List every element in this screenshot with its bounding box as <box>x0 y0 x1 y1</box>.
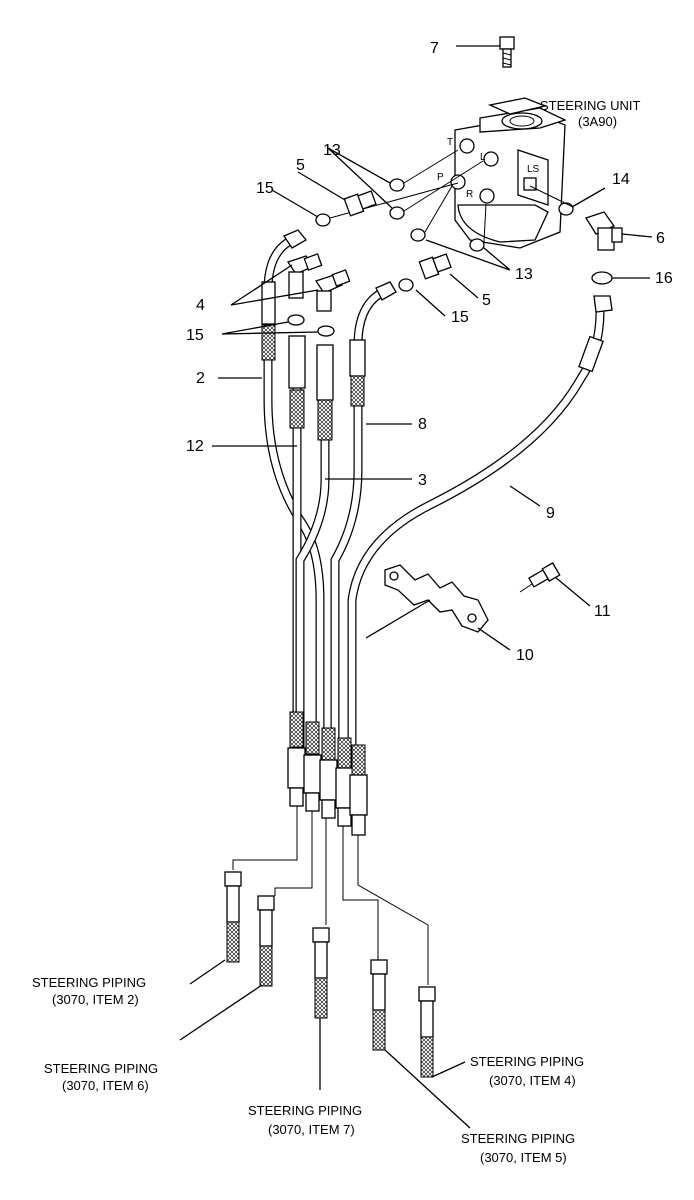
o-ring-13c <box>410 228 426 242</box>
clamp-item-10 <box>384 564 489 633</box>
hose-item-8 <box>330 287 388 775</box>
port-label-p: P <box>437 172 444 183</box>
bolt-item-11 <box>519 562 561 593</box>
piping-ref-item-7-title: STEERING PIPING <box>248 1103 362 1118</box>
callout-4: 4 <box>196 297 205 314</box>
hose-item-3 <box>295 344 334 765</box>
callout-6: 6 <box>656 230 665 247</box>
piping-ref-item-7-code: (3070, ITEM 7) <box>268 1122 355 1137</box>
o-ring-14 <box>558 202 574 216</box>
callout-11: 11 <box>594 603 611 620</box>
callout-13-upper: 13 <box>323 142 341 159</box>
callout-5-upper: 5 <box>296 157 305 174</box>
piping-ref-item-5-title: STEERING PIPING <box>461 1131 575 1146</box>
callout-14: 14 <box>612 171 630 188</box>
callout-13-lower: 13 <box>515 266 533 283</box>
callout-3: 3 <box>418 472 427 489</box>
piping-ref-item-6-title: STEERING PIPING <box>44 1061 158 1076</box>
steering-unit: T L P R LS <box>437 97 567 249</box>
hose-top-fittings <box>283 229 613 313</box>
piping-stubs <box>224 806 436 1078</box>
callout-10: 10 <box>516 647 534 664</box>
callout-12: 12 <box>186 438 204 455</box>
port-label-l: L <box>480 152 486 163</box>
callout-15-upper: 15 <box>256 180 274 197</box>
adapter-item-5-lower <box>418 253 452 280</box>
piping-ref-item-2-code: (3070, ITEM 2) <box>52 992 139 1007</box>
callout-5-lower: 5 <box>482 292 491 309</box>
piping-ref-item-6-code: (3070, ITEM 6) <box>62 1078 149 1093</box>
hose-bottom-ends <box>287 711 368 836</box>
o-ring-15-right <box>398 278 414 292</box>
piping-ref-item-4-code: (3070, ITEM 4) <box>489 1073 576 1088</box>
o-ring-13b <box>389 206 405 220</box>
leader-lines <box>179 147 653 1129</box>
o-ring-15-upper <box>315 213 331 227</box>
callout-15-right: 15 <box>451 309 469 326</box>
piping-ref-item-5-code: (3070, ITEM 5) <box>480 1150 567 1165</box>
elbow-item-6 <box>585 211 623 251</box>
steering-unit-code: (3A90) <box>578 114 617 129</box>
callout-16: 16 <box>655 270 673 287</box>
steering-unit-title: STEERING UNIT <box>540 98 640 113</box>
o-ring-13a <box>389 178 405 192</box>
elbow-item-4-b <box>314 269 351 312</box>
elbow-item-4-a <box>286 253 323 299</box>
adapter-item-5-upper <box>343 190 377 217</box>
callout-7: 7 <box>430 40 439 57</box>
bolt-item-7 <box>499 36 515 68</box>
callout-9: 9 <box>546 505 555 522</box>
piping-ref-item-2-title: STEERING PIPING <box>32 975 146 990</box>
o-ring-15-mid-a <box>287 314 305 326</box>
callout-8: 8 <box>418 416 427 433</box>
o-ring-13d <box>469 238 485 252</box>
port-label-r: R <box>466 189 473 200</box>
callout-2: 2 <box>196 370 205 387</box>
port-label-ls: LS <box>527 164 540 175</box>
port-label-t: T <box>447 137 453 148</box>
callout-15-left: 15 <box>186 327 204 344</box>
piping-ref-item-4-title: STEERING PIPING <box>470 1054 584 1069</box>
hose-item-9 <box>347 307 605 780</box>
hose-item-2 <box>261 235 325 765</box>
o-ring-16 <box>591 271 613 285</box>
o-ring-15-mid-b <box>317 325 335 337</box>
